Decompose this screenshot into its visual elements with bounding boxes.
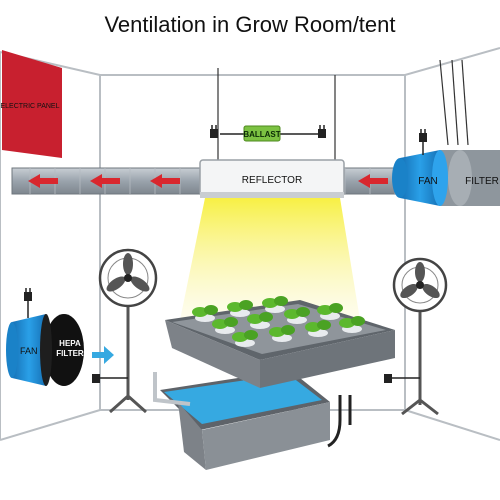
inline-fan-top: FILTER FAN: [392, 129, 500, 206]
intake-arrow: [92, 346, 114, 364]
plug-icon: [419, 129, 427, 155]
plug-icon: [318, 125, 326, 138]
water-reservoir: [153, 370, 352, 470]
light-cone: [180, 198, 360, 320]
airflow-arrow: [28, 174, 58, 188]
plant: [284, 307, 310, 324]
plant: [269, 325, 295, 342]
plug-icon: [384, 374, 392, 383]
diagram-title: Ventilation in Grow Room/tent: [104, 12, 396, 37]
airflow-arrow: [358, 174, 388, 188]
reflector-label: REFLECTOR: [242, 175, 302, 186]
hepa-filter-label-line2: FILTER: [56, 349, 84, 358]
intake-fan-left: FAN HEPA FILTER: [6, 288, 114, 386]
hepa-filter-label-line1: HEPA: [59, 339, 81, 348]
plant: [247, 312, 273, 329]
fan-left-label: FAN: [20, 346, 38, 356]
hanging-wires: [217, 59, 469, 160]
plant: [192, 305, 218, 322]
plant: [232, 330, 258, 347]
fan-top-label: FAN: [418, 176, 437, 187]
plant: [339, 316, 365, 333]
standing-fan-right: [384, 257, 448, 416]
airflow-arrows: [28, 174, 388, 188]
plug-icon: [24, 288, 32, 301]
plants: [192, 296, 365, 347]
ballast: BALLAST: [210, 125, 326, 142]
plant: [262, 296, 288, 313]
electric-panel: ELECTRIC PANEL: [1, 50, 62, 158]
plant: [305, 320, 331, 337]
plug-icon: [92, 374, 100, 383]
electric-panel-label: ELECTRIC PANEL: [1, 103, 60, 110]
plant: [317, 303, 343, 320]
filter-top-label: FILTER: [465, 176, 499, 187]
plug-icon: [210, 125, 218, 138]
standing-fan-left: [92, 248, 158, 414]
airflow-arrow: [150, 174, 180, 188]
airflow-arrow: [90, 174, 120, 188]
ballast-label: BALLAST: [243, 130, 280, 139]
reflector: REFLECTOR: [199, 159, 345, 198]
plant: [212, 317, 238, 334]
plant: [227, 300, 253, 317]
